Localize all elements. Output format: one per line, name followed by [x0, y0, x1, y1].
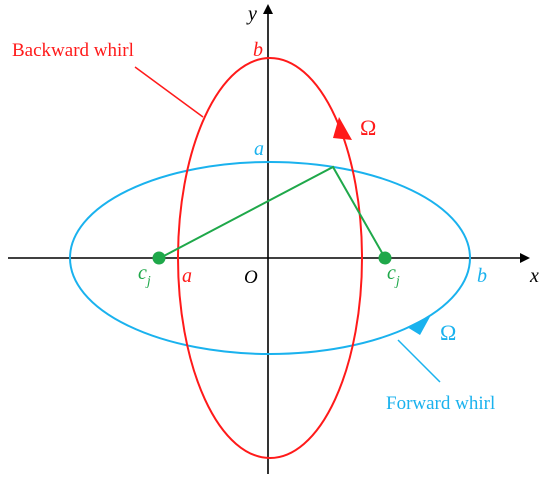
x-axis-label: x — [529, 265, 539, 287]
focus-left-label: cj — [138, 262, 151, 289]
focus-right — [378, 251, 392, 265]
forward-leader-line — [397, 339, 441, 383]
origin-label: O — [244, 267, 258, 288]
focal-lines — [159, 165, 386, 259]
focus-right-label: cj — [387, 262, 400, 289]
label-a-blue: a — [254, 138, 264, 160]
focus-left — [152, 251, 166, 265]
omega-backward: Ω — [360, 115, 376, 140]
backward-whirl-ellipse — [177, 57, 363, 459]
omega-forward: Ω — [440, 320, 456, 345]
backward-whirl-label: Backward whirl — [12, 40, 134, 61]
y-axis-label: y — [246, 3, 257, 25]
backward-arrow-icon — [333, 117, 352, 140]
forward-arrow-icon — [407, 315, 431, 335]
label-b-red: b — [253, 39, 263, 61]
backward-leader-line — [134, 66, 204, 118]
forward-whirl-ellipse — [69, 161, 471, 355]
label-b-blue: b — [477, 265, 487, 287]
label-a-red: a — [182, 265, 192, 287]
forward-whirl-label: Forward whirl — [386, 393, 495, 414]
